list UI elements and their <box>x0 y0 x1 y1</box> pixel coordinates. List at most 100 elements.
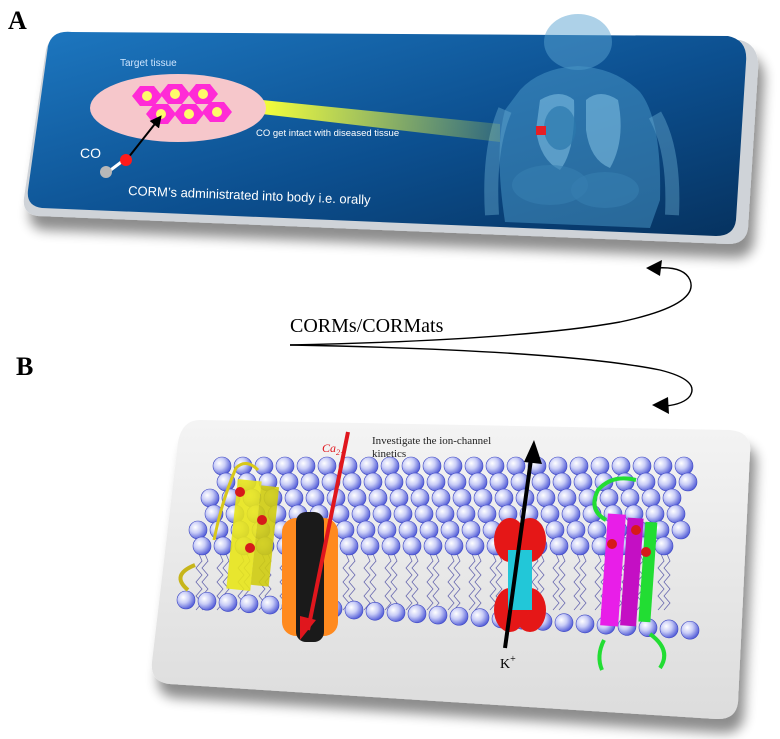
co-arrow <box>127 115 162 159</box>
lipid-head <box>636 472 656 492</box>
lipid-head <box>342 472 362 492</box>
lipid-head <box>464 456 484 476</box>
lipid-head <box>599 488 619 508</box>
calcium-arrowhead <box>300 616 316 640</box>
target-tissue-label: Target tissue <box>120 58 177 69</box>
lipid-head <box>632 456 652 476</box>
calcium-label-base: Ca <box>322 441 336 455</box>
lipid-head <box>398 520 418 540</box>
lipid-head <box>536 488 556 508</box>
lipid-head <box>570 536 590 556</box>
lipid-tail <box>405 553 413 611</box>
lipid-tail <box>432 553 440 611</box>
lipid-head <box>335 520 355 540</box>
target-tissue-oval <box>90 74 266 142</box>
lipid-head <box>566 520 586 540</box>
lipid-head <box>428 605 448 625</box>
lipid-head <box>674 456 694 476</box>
lipid-head <box>477 504 497 524</box>
lipid-head <box>296 456 316 476</box>
human-body-figure <box>484 14 680 228</box>
lipid-head <box>422 456 442 476</box>
lipid-head <box>659 619 679 639</box>
lipid-head <box>239 594 259 614</box>
lipid-head <box>435 504 455 524</box>
lipid-head <box>360 536 380 556</box>
lipid-tail <box>369 553 377 611</box>
lipid-head <box>347 488 367 508</box>
lipid-tail <box>657 553 665 611</box>
lipid-head <box>344 600 364 620</box>
lipid-head <box>548 456 568 476</box>
lipid-head <box>461 520 481 540</box>
lipid-tail <box>489 553 497 611</box>
lipid-head <box>489 472 509 492</box>
calcium-label-sub: 2+ <box>336 448 345 457</box>
connector-arrowhead-bottom <box>652 397 669 414</box>
lipid-head <box>653 456 673 476</box>
lipid-head <box>317 456 337 476</box>
diseased-tissue-marker <box>536 126 546 135</box>
potassium-label-base: K <box>500 657 510 672</box>
lipid-head <box>426 472 446 492</box>
panel-a: Target tissue CO CO get intact with dise… <box>23 14 759 244</box>
lipid-head <box>386 603 406 622</box>
lipid-tail <box>363 553 371 611</box>
lipid-tail <box>558 553 566 611</box>
calcium-label: Ca2+ <box>322 441 345 457</box>
lipid-head <box>590 456 610 476</box>
lipid-head <box>431 488 451 508</box>
lipid-tail <box>579 553 587 611</box>
lipid-head <box>260 595 280 615</box>
lipid-head <box>440 520 460 540</box>
lipid-head <box>188 520 208 540</box>
lipid-head <box>447 472 467 492</box>
lipid-head <box>176 590 196 610</box>
lipid-tail <box>453 553 461 611</box>
lipid-head <box>620 488 640 508</box>
lipid-tail <box>426 553 434 611</box>
lipid-head <box>218 593 238 612</box>
investigate-label-line1: Investigate the ion-channel <box>372 435 491 447</box>
lipid-head <box>485 456 505 476</box>
lipid-tail <box>594 553 602 611</box>
beam-label: CO get intact with diseased tissue <box>256 128 399 139</box>
lipid-head <box>540 504 560 524</box>
lipid-head <box>506 456 526 476</box>
lipid-head <box>377 520 397 540</box>
lipid-tail <box>573 553 581 611</box>
lipid-head <box>666 504 686 524</box>
lipid-head <box>678 472 698 492</box>
lipid-head <box>557 488 577 508</box>
lipid-head <box>452 488 472 508</box>
panel-b: Ca2+ Investigate the ion-channel kinetic… <box>151 420 751 720</box>
yellow-helix-protein <box>178 462 280 592</box>
lipid-tail <box>468 553 476 611</box>
lipid-head <box>552 472 572 492</box>
lipid-head <box>284 488 304 508</box>
lipid-head <box>575 614 595 634</box>
lipid-head <box>305 488 325 508</box>
lipid-head <box>456 504 476 524</box>
lipid-tail <box>552 553 560 611</box>
lipid-head <box>531 472 551 492</box>
lipid-head <box>561 504 581 524</box>
lipid-head <box>275 456 295 476</box>
lipid-head <box>372 504 392 524</box>
co-oxygen-atom <box>120 154 132 166</box>
lipid-head <box>645 504 665 524</box>
magenta-helix-protein <box>592 476 667 671</box>
connector-curve-lower <box>289 344 693 407</box>
lipid-head <box>300 472 320 492</box>
lipid-head <box>351 504 371 524</box>
lipid-head <box>368 488 388 508</box>
lipid-head <box>339 536 359 556</box>
lipid-head <box>654 536 674 556</box>
lipid-head <box>356 520 376 540</box>
lipid-head <box>470 608 490 627</box>
lipid-head <box>393 504 413 524</box>
lipid-heads-top <box>188 456 698 556</box>
lipid-head <box>680 620 700 640</box>
